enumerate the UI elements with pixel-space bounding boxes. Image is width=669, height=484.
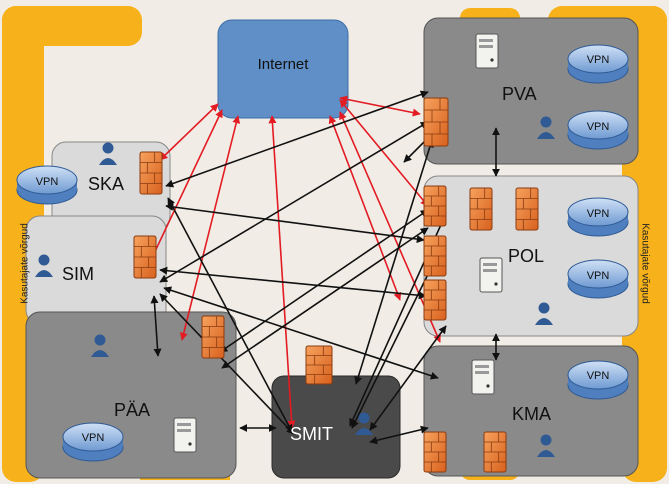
server-icon	[479, 257, 503, 293]
firewall-icon	[423, 235, 447, 277]
firewall-icon	[423, 185, 447, 227]
user-icon	[537, 434, 555, 457]
black-link	[159, 266, 427, 300]
firewall-icon	[423, 279, 447, 321]
server-icon	[173, 417, 197, 453]
firewall-icon	[515, 187, 539, 231]
server-icon	[471, 359, 495, 395]
firewall-icon	[139, 151, 163, 195]
server-icon	[475, 33, 499, 69]
user-icon	[535, 302, 553, 325]
red-link	[159, 103, 219, 161]
firewall-icon	[305, 345, 333, 385]
black-link	[150, 295, 162, 357]
black-link	[369, 425, 429, 445]
internet-box	[217, 19, 349, 119]
firewall-icon	[423, 97, 449, 147]
vpn-icon	[62, 422, 124, 462]
red-link	[328, 115, 402, 301]
firewall-icon	[483, 431, 507, 473]
red-link	[339, 95, 421, 117]
black-link	[354, 139, 434, 385]
vpn-icon	[567, 360, 629, 400]
vpn-icon	[567, 44, 629, 84]
side-label-left: Kasutajate võrgud	[19, 223, 31, 304]
firewall-icon	[423, 431, 447, 473]
firewall-icon	[133, 235, 157, 279]
user-icon	[35, 254, 53, 277]
black-link	[159, 121, 429, 283]
user-icon	[99, 142, 117, 165]
connections	[149, 90, 500, 445]
firewall-icon	[469, 187, 493, 231]
vpn-icon	[567, 110, 629, 150]
icons	[16, 33, 629, 473]
red-link	[339, 99, 429, 207]
vpn-icon	[16, 165, 78, 205]
user-icon	[91, 334, 109, 357]
black-link	[165, 202, 425, 244]
red-link	[179, 115, 241, 341]
side-label-right: Kasutajate võrgud	[639, 223, 651, 304]
vpn-icon	[567, 197, 629, 237]
user-icon	[537, 116, 555, 139]
firewall-icon	[201, 315, 225, 359]
black-link	[219, 209, 429, 353]
user-icon	[355, 412, 373, 435]
vpn-icon	[567, 259, 629, 299]
